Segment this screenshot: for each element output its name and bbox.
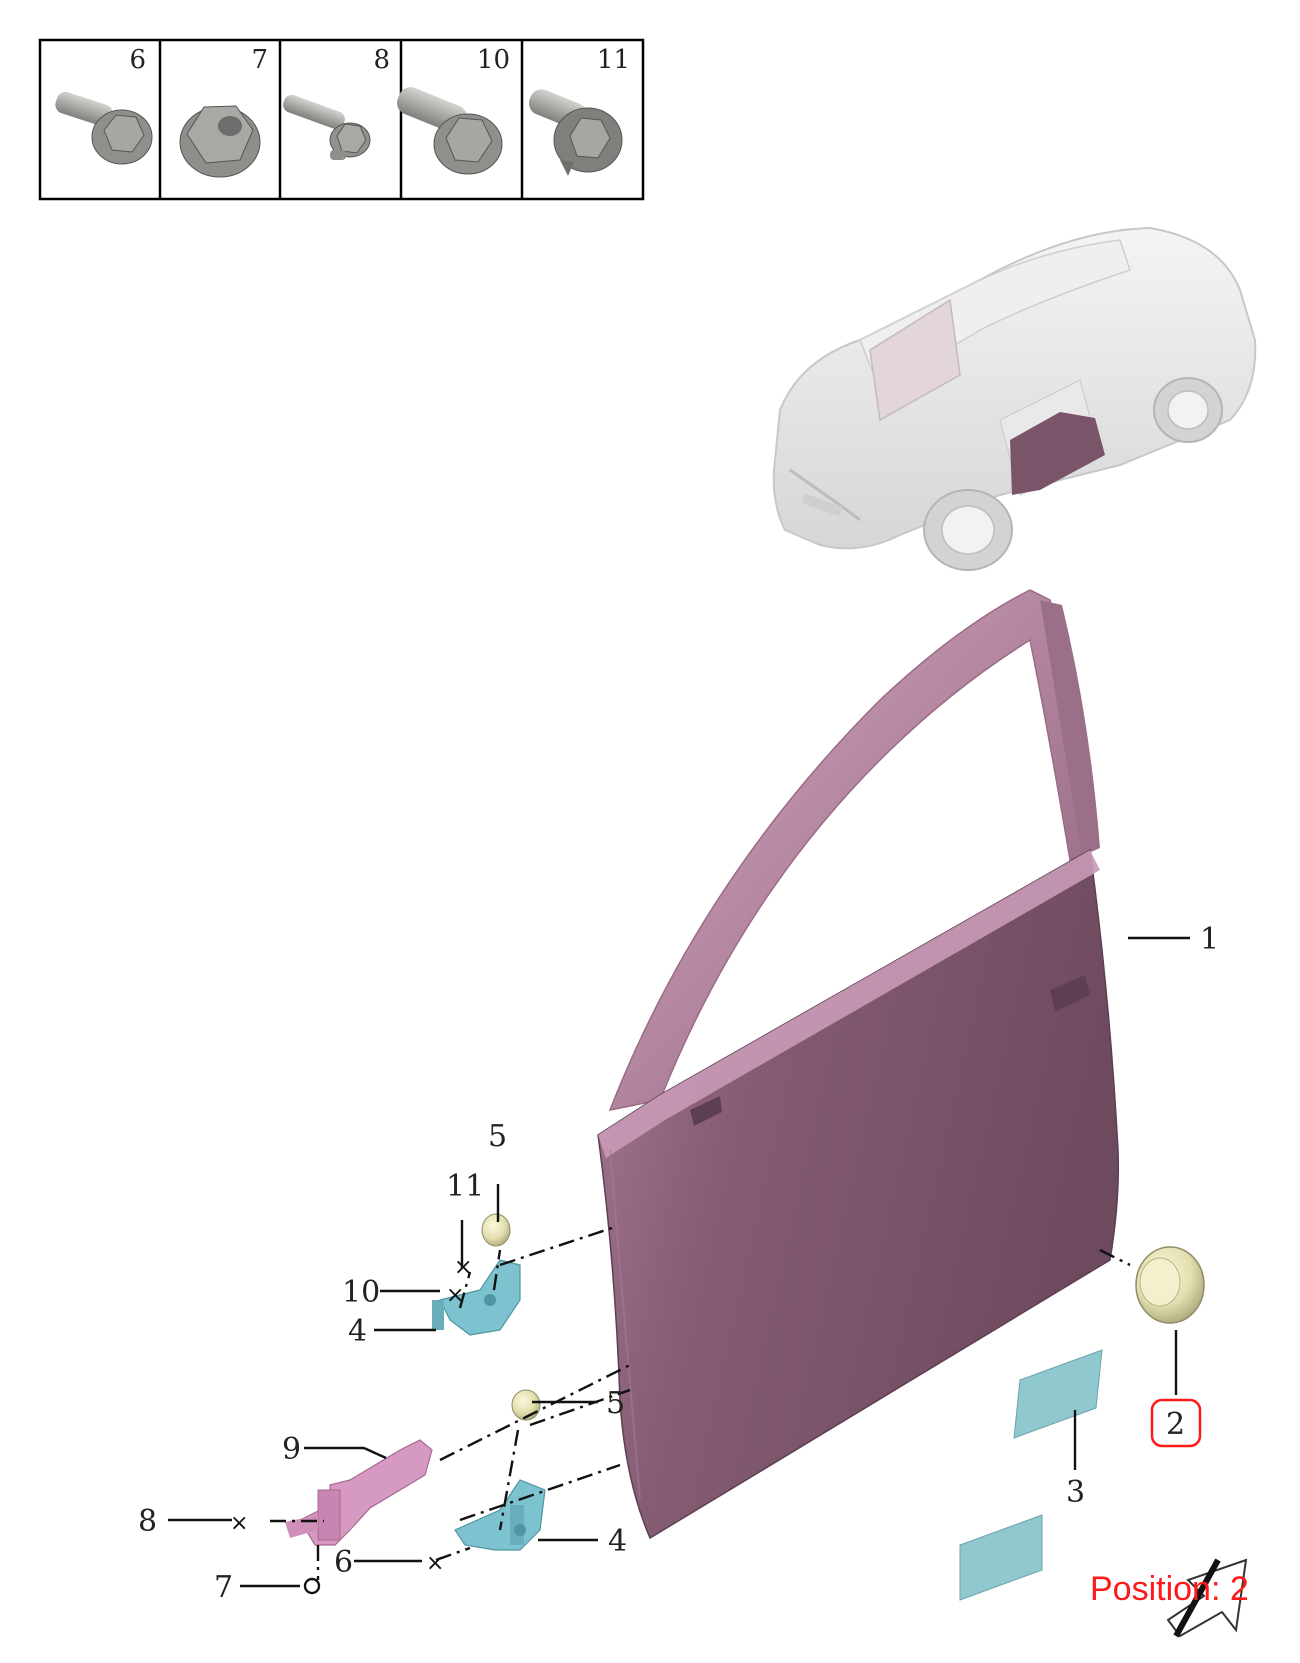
callout-4-lower: 4 [608,1524,627,1559]
fastener-table: 6 7 8 [38,38,645,201]
protective-film-lower [959,1514,1043,1601]
callout-4-upper: 4 [348,1314,367,1349]
fastener-number-6: 6 [129,45,146,75]
stud-bolt-thumbnail [283,94,371,160]
orientation-arrow-icon [1166,1558,1248,1638]
door-plug-large [1135,1246,1205,1324]
svg-text:×: × [454,1255,472,1280]
front-door-shell [597,589,1120,1540]
flange-nut-thumbnail [179,105,261,178]
svg-text:×: × [446,1283,464,1308]
callout-9: 9 [282,1432,301,1467]
leader-lines [168,936,1190,1588]
fastener-number-11: 11 [597,45,630,75]
fastener-cell-8: 8 [283,45,390,160]
callout-3: 3 [1066,1475,1085,1510]
svg-text:×: × [230,1511,248,1536]
callout-2: 2 [1166,1407,1185,1442]
flange-bolt-thumbnail [55,91,153,165]
fastener-markers: × × × × [230,1255,472,1595]
fastener-cell-6: 6 [55,45,153,165]
vehicle-locator-image [772,226,1257,571]
fastener-cell-10: 10 [396,45,510,175]
hinge-lower [454,1479,546,1551]
plug-upper [481,1213,511,1247]
callout-2-highlight-box [1150,1398,1202,1448]
position-label: Position: 2 [1090,1570,1249,1608]
callout-10: 10 [342,1275,380,1310]
protective-film-upper [1013,1349,1103,1439]
callout-labels: 1 2 3 4 4 5 5 6 7 8 9 10 11 [138,922,1219,1605]
bolt-with-washer-thumbnail [528,89,623,176]
fastener-number-10: 10 [477,45,510,75]
callout-1: 1 [1200,922,1219,957]
hinge-upper [432,1259,521,1336]
fastener-cell-11: 11 [528,45,630,176]
callout-5-upper: 5 [488,1119,507,1154]
callout-8: 8 [138,1504,157,1539]
fastener-cell-7: 7 [179,45,268,178]
door-check-strap [285,1439,433,1546]
fastener-number-7: 7 [251,45,268,75]
callout-5-lower: 5 [606,1386,625,1421]
highlighted-front-door [1010,412,1105,495]
callout-11: 11 [446,1169,484,1204]
flange-bolt-thumbnail [396,87,503,175]
callout-7: 7 [214,1570,233,1605]
svg-text:×: × [426,1551,444,1576]
callout-6: 6 [334,1545,353,1580]
fastener-number-8: 8 [373,45,390,75]
plug-lower [511,1389,541,1421]
